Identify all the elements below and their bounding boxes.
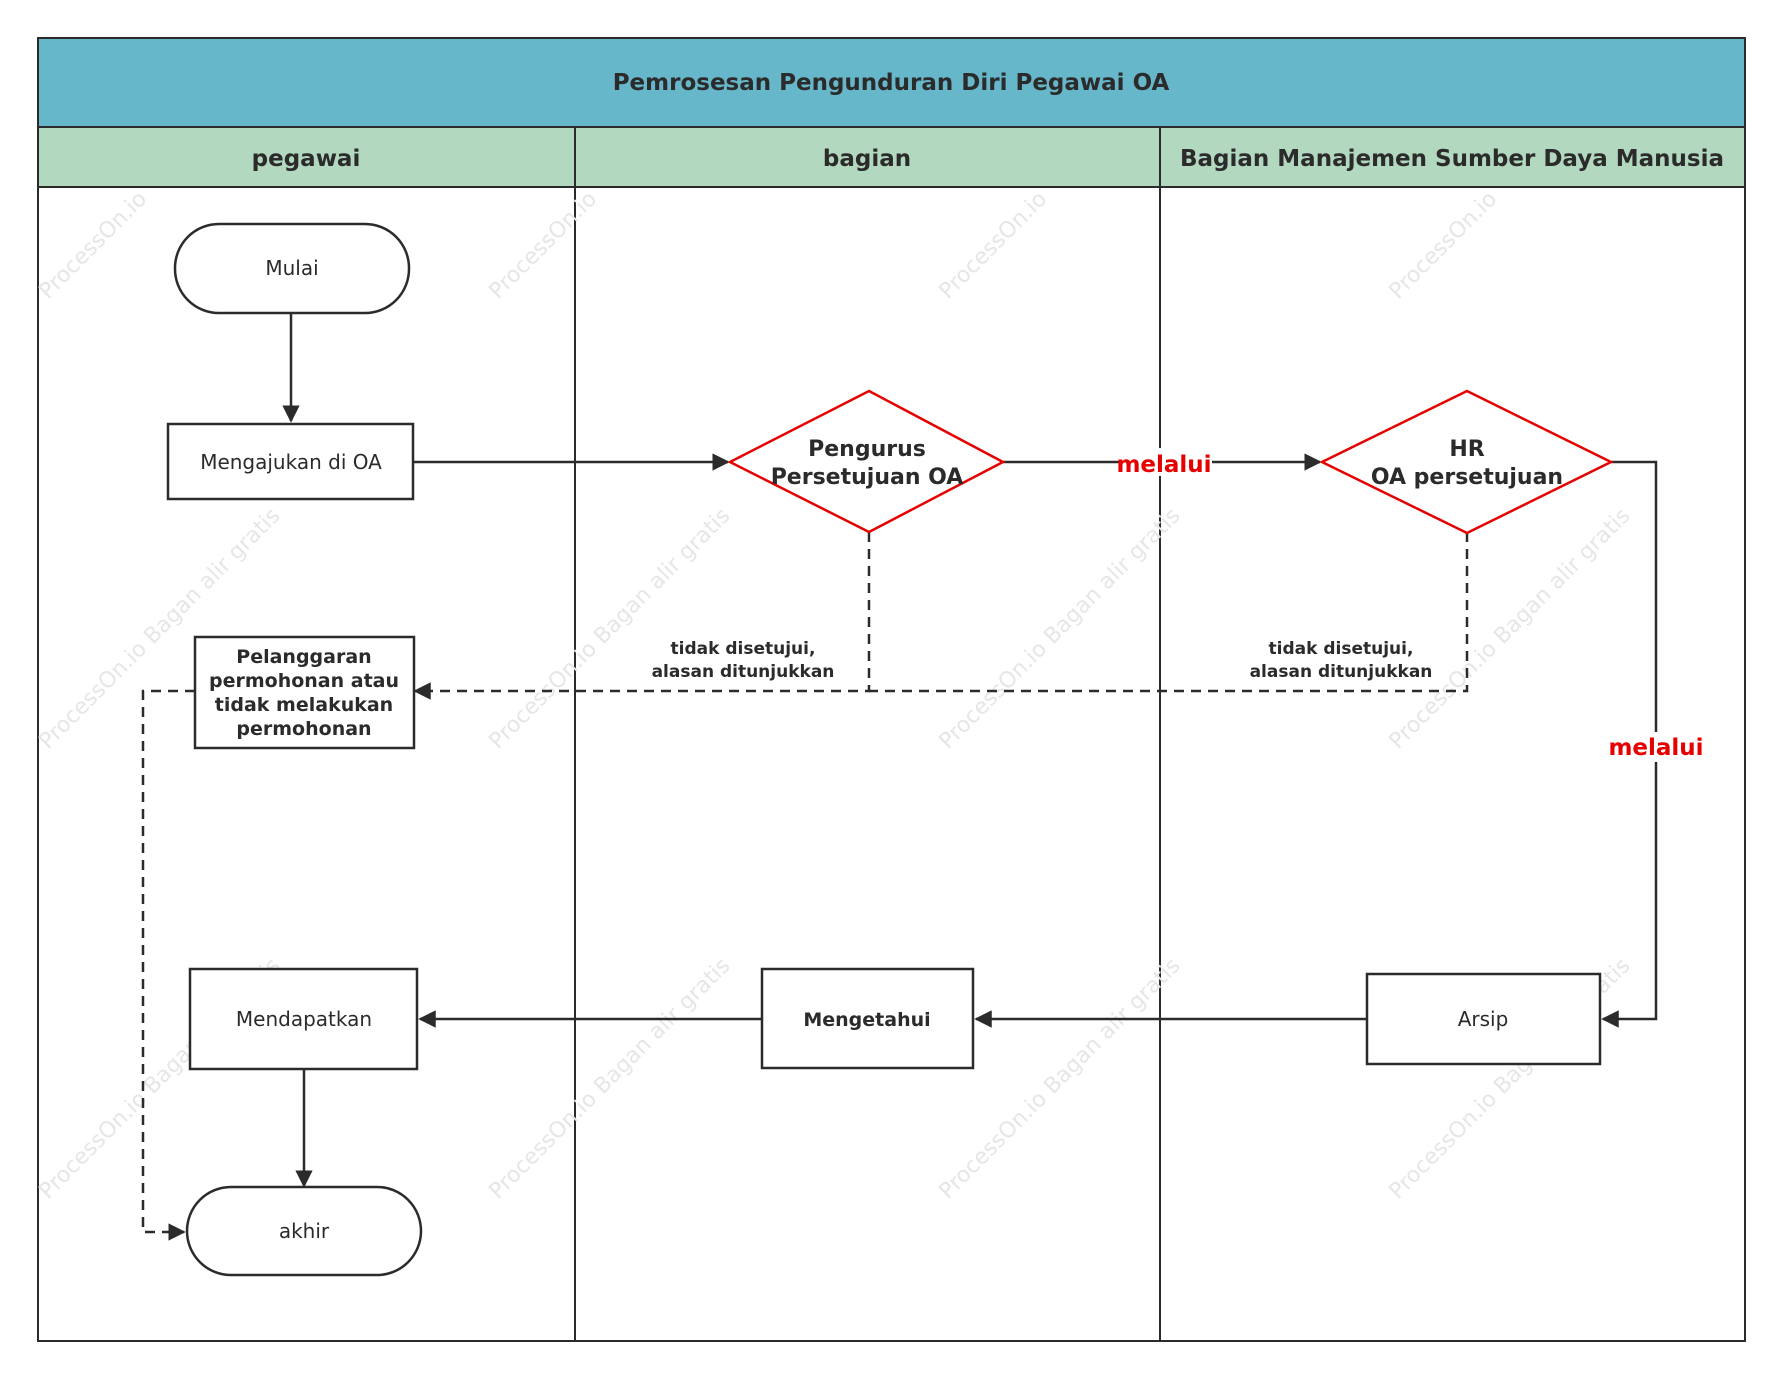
edge-hr-rejected	[869, 532, 1469, 693]
lane-header-pegawai	[37, 126, 576, 188]
violation-label: permohonan	[236, 718, 371, 740]
lane-body-bagian	[574, 186, 1161, 1342]
hr-approval-label: HR	[1449, 437, 1484, 462]
lane-label-hr: Bagian Manajemen Sumber Daya Manusia	[1180, 146, 1724, 172]
lane-header-bagian	[574, 126, 1161, 188]
lane-body-hr	[1159, 186, 1746, 1342]
end-terminator[interactable]	[185, 1185, 423, 1277]
archive-label: Arsip	[1458, 1007, 1509, 1031]
obtain-process[interactable]	[188, 967, 419, 1071]
hr-approval-label: OA persetujuan	[1371, 465, 1563, 490]
submit-label: Mengajukan di OA	[200, 450, 382, 474]
start-terminator[interactable]	[173, 222, 411, 315]
lane-header-hr	[1159, 126, 1746, 188]
edge-violation-to-end	[141, 689, 195, 1241]
lane-label-bagian: bagian	[823, 146, 911, 172]
violation-label: Pelanggaran	[236, 646, 371, 668]
edge-label-rejected: tidak disetujui,	[671, 639, 816, 659]
manager-approval-label: Persetujuan OA	[771, 465, 964, 490]
lane-body-pegawai	[37, 186, 576, 1342]
violation-process[interactable]	[193, 635, 416, 750]
acknowledge-label: Mengetahui	[803, 1009, 930, 1031]
manager-approval-decision[interactable]	[727, 389, 1006, 534]
lane-label-pegawai: pegawai	[252, 146, 361, 172]
hr-approval-decision[interactable]	[1319, 389, 1614, 535]
end-label: akhir	[279, 1219, 330, 1243]
edge-label-rejected: tidak disetujui,	[1269, 639, 1414, 659]
obtain-label: Mendapatkan	[236, 1007, 372, 1031]
label-bg	[1610, 732, 1702, 762]
violation-label: permohonan atau	[209, 670, 399, 692]
submit-process[interactable]	[166, 422, 415, 501]
diagram-title: Pemrosesan Pengunduran Diri Pegawai OA	[613, 70, 1170, 96]
archive-process[interactable]	[1365, 972, 1602, 1066]
edge-label-via: melalui	[1608, 735, 1703, 761]
start-label: Mulai	[265, 256, 318, 280]
manager-approval-label: Pengurus	[808, 437, 926, 462]
acknowledge-process[interactable]	[760, 967, 975, 1070]
edge-label-rejected: alasan ditunjukkan	[652, 662, 835, 682]
edge-label-rejected: alasan ditunjukkan	[1250, 662, 1433, 682]
title-bar	[37, 37, 1746, 128]
edge-label-via: melalui	[1116, 452, 1211, 478]
label-bg	[1120, 448, 1212, 476]
violation-label: tidak melakukan	[215, 694, 393, 716]
